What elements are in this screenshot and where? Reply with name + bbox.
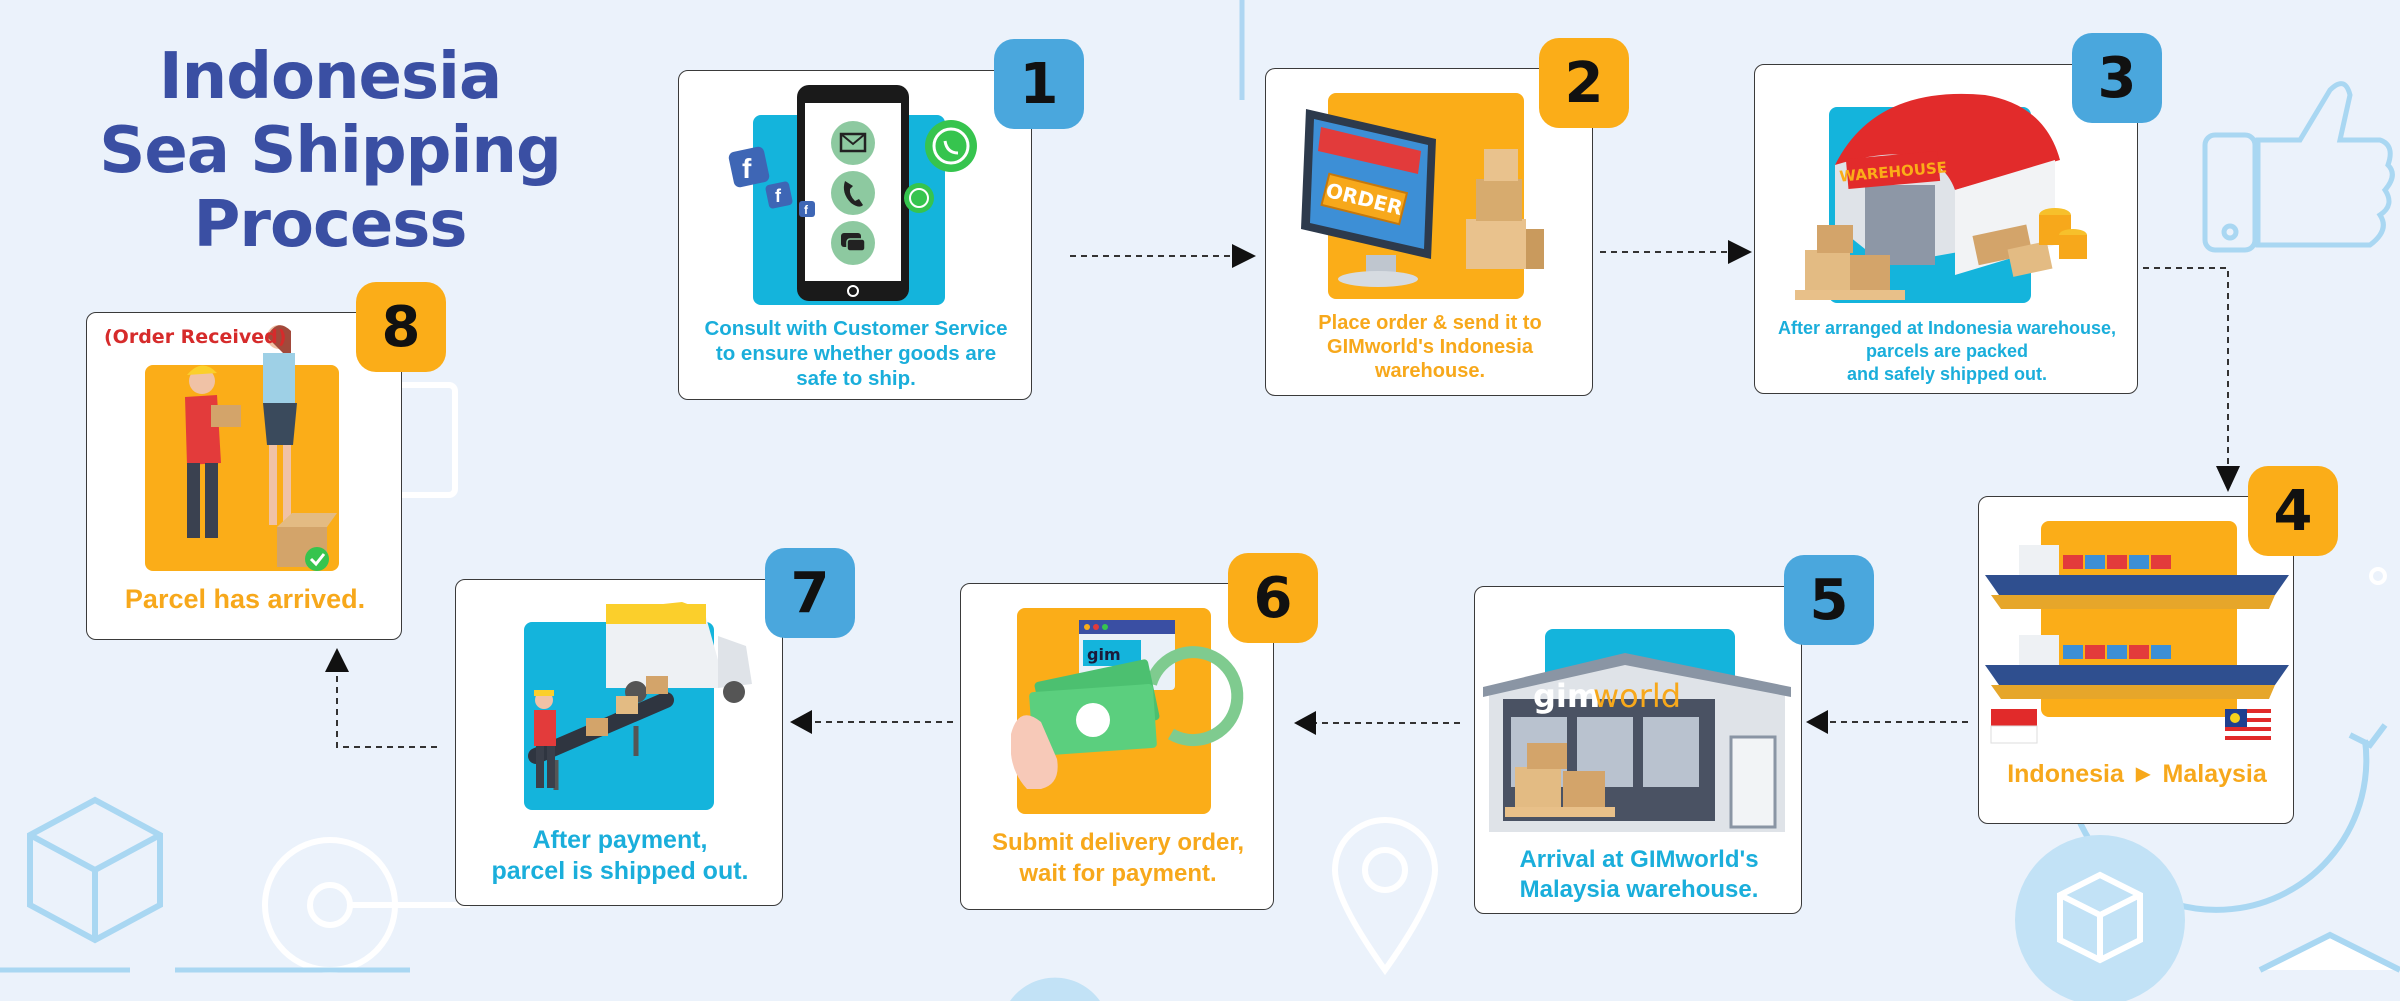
- pallet-icon: [1972, 224, 2053, 277]
- gim-tag-text: gim: [1087, 645, 1121, 664]
- step-1-badge: 1: [994, 39, 1084, 129]
- step-5-badge: 5: [1784, 555, 1874, 645]
- indonesia-flag-icon: [1990, 709, 2038, 744]
- title-line-3: Process: [193, 188, 468, 262]
- step-4-badge: 4: [2248, 466, 2338, 556]
- cardboard-boxes-icon: [1466, 149, 1544, 269]
- title-line-1: Indonesia: [158, 40, 502, 114]
- facebook-tiny-icon: f: [799, 201, 815, 217]
- worker-icon: [534, 690, 556, 788]
- gimworld-warehouse-illustration: gim world: [1483, 653, 1791, 832]
- arrow-2-3: [1728, 240, 1752, 264]
- step-3-badge: 3: [2072, 33, 2162, 123]
- boxes-icon: [1505, 743, 1615, 817]
- facebook-icon: f: [728, 146, 770, 188]
- step-2-card: ORDER Place order & send it to GIMworld'…: [1265, 68, 1593, 396]
- step-2-badge: 2: [1539, 38, 1629, 128]
- boxes-icon: [1795, 225, 1905, 300]
- cargo-ships-illustration: [1985, 545, 2289, 744]
- arrow-5-6: [1294, 711, 1316, 735]
- arrow-1-2: [1232, 244, 1256, 268]
- step-1-card: f f f Consult with Customer Service to e…: [678, 70, 1032, 400]
- gim-logo-text: gim: [1533, 677, 1600, 715]
- cash-icon: [1029, 659, 1160, 756]
- step-5-card: gim world Arrival at GIMworld's Malaysia…: [1474, 586, 1802, 914]
- payment-illustration: gim: [1011, 620, 1244, 789]
- whatsapp-icon: [925, 120, 977, 172]
- truck-icon: [606, 602, 752, 703]
- cube-icon: [2057, 871, 2143, 964]
- step-2-caption: Place order & send it to GIMworld's Indo…: [1318, 312, 1542, 382]
- step-8-card: Parcel has arrived.: [86, 312, 402, 640]
- step-7-badge: 7: [765, 548, 855, 638]
- step-4-card: Indonesia ► Malaysia: [1978, 496, 2294, 824]
- step-5-caption: Arrival at GIMworld's Malaysia warehouse…: [1519, 846, 1759, 903]
- step-3-caption: After arranged at Indonesia warehouse, p…: [1777, 318, 2117, 384]
- step-8-caption: Parcel has arrived.: [124, 584, 366, 614]
- step-3-card: WAREHOUSE After arranged at Indonesia wa…: [1754, 64, 2138, 394]
- svg-text:f: f: [804, 203, 809, 217]
- step-8-badge: 8: [356, 282, 446, 372]
- ship-icon: [1985, 545, 2289, 609]
- world-logo-text: world: [1593, 677, 1681, 715]
- barrels-icon: [2039, 208, 2087, 259]
- svg-text:f: f: [775, 186, 782, 206]
- order-computer-illustration: ORDER: [1301, 109, 1544, 287]
- mail-icon: [831, 121, 875, 165]
- warehouse-illustration: WAREHOUSE: [1795, 93, 2087, 300]
- malaysia-flag-icon: [2225, 709, 2271, 743]
- svg-text:f: f: [742, 153, 752, 184]
- page-title: Indonesia Sea Shipping Process: [90, 40, 570, 262]
- arrow-7-8: [325, 648, 349, 672]
- step-7-caption: After payment, parcel is shipped out.: [491, 826, 749, 885]
- phone-call-icon: [831, 171, 875, 215]
- step-6-caption: Submit delivery order, wait for payment.: [991, 829, 1245, 887]
- step-6-badge: 6: [1228, 553, 1318, 643]
- order-received-note: (Order Received): [104, 326, 287, 348]
- phone-contact-illustration: f f f: [728, 85, 977, 301]
- title-line-2: Sea Shipping: [99, 114, 562, 188]
- courier-icon: [185, 365, 241, 538]
- whatsapp-small-icon: [904, 183, 934, 213]
- step-6-card: gim Submit delivery order, wait for paym…: [960, 583, 1274, 910]
- step-7-card: After payment, parcel is shipped out.: [455, 579, 783, 906]
- thumbs-up-icon: [2202, 81, 2395, 253]
- step-4-caption: Indonesia ► Malaysia: [2007, 760, 2267, 788]
- delivery-truck-illustration: [528, 602, 752, 790]
- parcel-received-illustration: [185, 325, 337, 571]
- box-outline-icon: [27, 796, 163, 944]
- arrow-6-7: [790, 710, 812, 734]
- arrow-3-4: [2216, 466, 2240, 492]
- package-check-icon: [277, 513, 337, 571]
- customer-icon: [263, 325, 297, 525]
- ship-icon: [1985, 635, 2289, 699]
- facebook-small-icon: f: [765, 181, 793, 209]
- step-1-caption: Consult with Customer Service to ensure …: [704, 317, 1008, 390]
- arrow-4-5: [1806, 710, 1828, 734]
- chat-icon: [831, 221, 875, 265]
